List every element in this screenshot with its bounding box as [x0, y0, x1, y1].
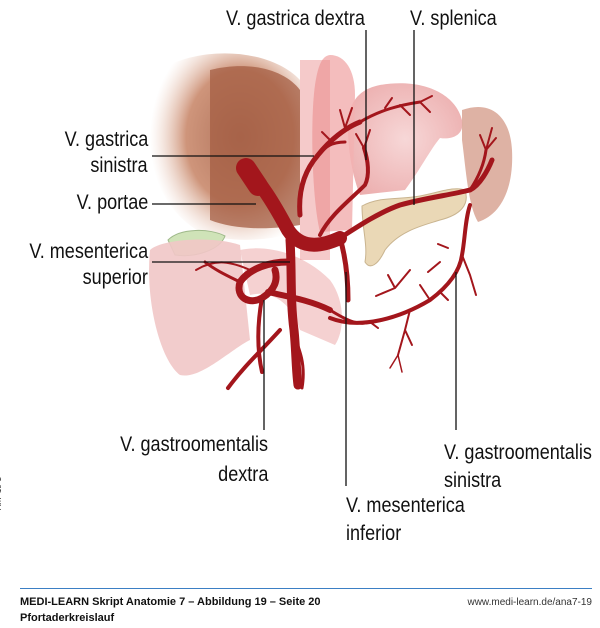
label-gastrica-dextra: V. gastrica dextra [226, 7, 365, 30]
footer-title: MEDI-LEARN Skript Anatomie 7 – Abbildung… [20, 596, 321, 608]
figure-id: An7-19-1 [0, 477, 3, 510]
spleen [462, 106, 513, 222]
label-gastroomentalis-sinistra-line2: sinistra [444, 469, 502, 492]
vena-splenica [337, 157, 495, 241]
veins [195, 95, 497, 390]
label-mesenterica-inferior-line1: V. mesenterica [346, 494, 465, 517]
label-gastroomentalis-dextra-line1: V. gastroomentalis [120, 433, 268, 456]
label-gastroomentalis-dextra-line2: dextra [217, 463, 268, 486]
label-portae: V. portae [76, 191, 148, 214]
label-mesenterica-inferior-line2: inferior [346, 522, 402, 545]
label-gastroomentalis-sinistra-line1: V. gastroomentalis [444, 441, 592, 464]
label-splenica: V. splenica [410, 7, 497, 30]
label-gastrica-sinistra-line1: V. gastrica [64, 128, 148, 151]
label-mesenterica-superior-line1: V. mesenterica [29, 240, 148, 263]
vena-mesenterica-inferior [337, 235, 351, 303]
label-gastrica-sinistra-line2: sinistra [90, 154, 148, 177]
leader-lines [152, 30, 457, 486]
label-mesenterica-superior-line2: superior [82, 266, 148, 289]
footer-subtitle: Pfortaderkreislauf [20, 612, 115, 624]
footer-url[interactable]: www.medi-learn.de/ana7-19 [467, 597, 592, 608]
vena-mesenterica-superior [285, 235, 303, 390]
footer-divider [20, 588, 592, 589]
vena-gastrica-dextra [318, 146, 370, 237]
